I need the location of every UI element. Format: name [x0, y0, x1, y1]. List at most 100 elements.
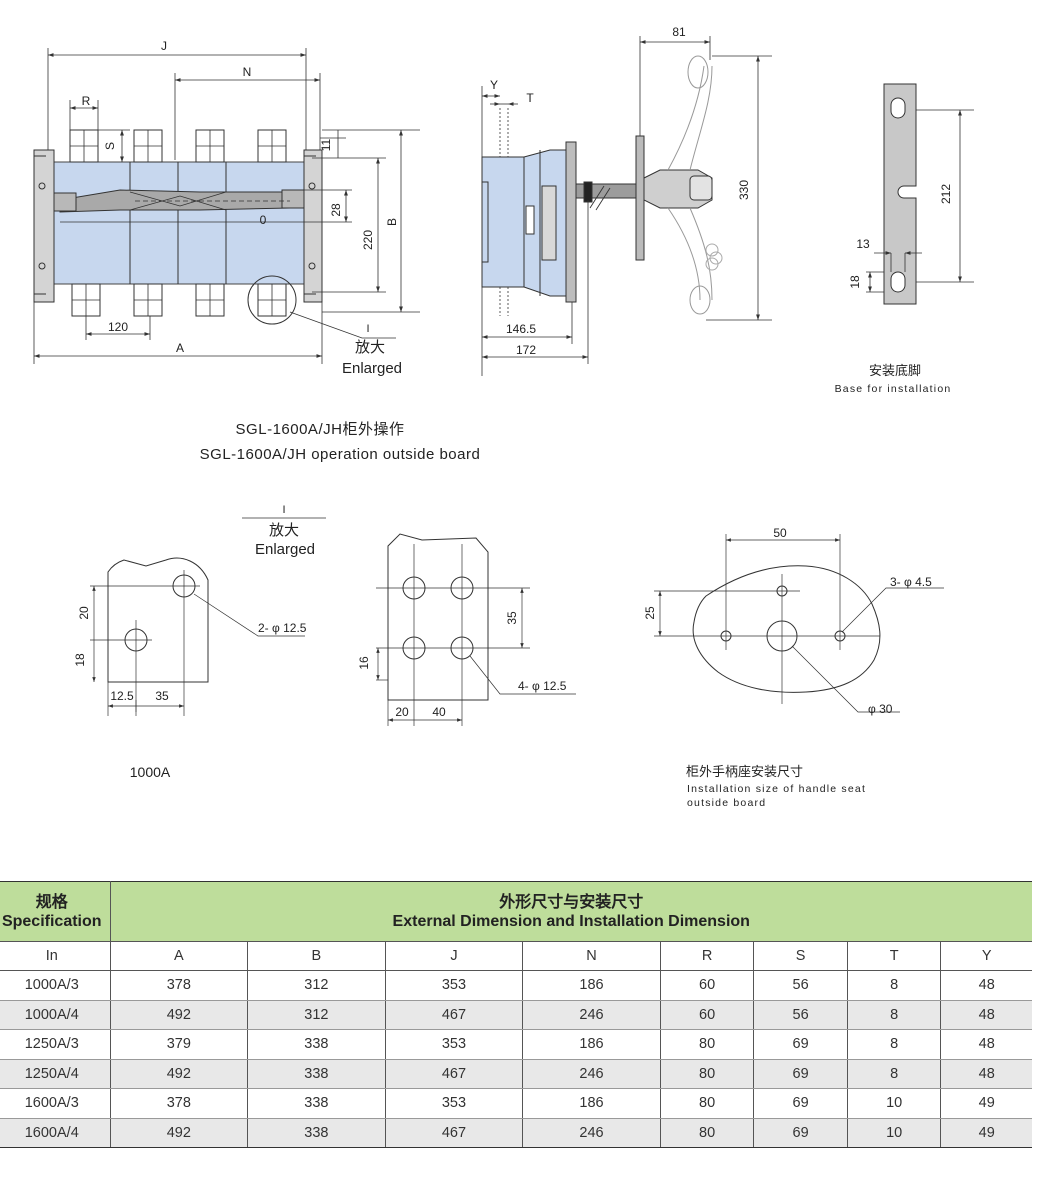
- table-cell: 467: [385, 1000, 524, 1030]
- detail-c-caption-en1: Installation size of handle seat: [687, 783, 867, 795]
- table-cell: 379: [110, 1029, 249, 1060]
- dim-11: 11: [319, 138, 333, 152]
- table-cell: 80: [660, 1118, 755, 1148]
- table-cell: 338: [247, 1029, 386, 1060]
- column-header: T: [847, 941, 942, 971]
- column-header: B: [247, 941, 386, 971]
- table-cell: 338: [247, 1059, 386, 1089]
- detail-b-hole-label: 4- φ 12.5: [518, 679, 567, 693]
- group-header-en: External Dimension and Installation Dime…: [392, 912, 750, 930]
- table-cell: 69: [753, 1029, 848, 1060]
- dim-120: 120: [107, 320, 129, 334]
- enlarge-marker: I: [366, 323, 370, 335]
- table-cell: 60: [660, 1000, 755, 1030]
- table-header: 规格 Specification 外形尺寸与安装尺寸 External Dime…: [0, 881, 1032, 942]
- enlarged-cn: 放大: [354, 339, 386, 356]
- front-view-drawing: [33, 48, 420, 364]
- dim-b: B: [385, 217, 399, 227]
- table-cell: 10: [847, 1088, 942, 1119]
- detail-c-center-label: φ 30: [868, 702, 893, 716]
- dimension-table: 规格 Specification 外形尺寸与安装尺寸 External Dime…: [0, 881, 1032, 1148]
- table-cell: 48: [940, 1000, 1032, 1030]
- dim-330: 330: [737, 179, 751, 201]
- table-cell: 312: [247, 970, 386, 1001]
- dim-j: J: [161, 39, 167, 53]
- table-cell: 69: [753, 1118, 848, 1148]
- detail-enlarged-cn: 放大: [268, 522, 300, 539]
- table-cell: 80: [660, 1029, 755, 1060]
- dim-18: 18: [848, 275, 862, 289]
- table-cell: 186: [522, 970, 661, 1001]
- table-cell: 378: [110, 1088, 249, 1119]
- dim-28: 28: [329, 203, 343, 217]
- table-cell: 69: [753, 1088, 848, 1119]
- dim-r: R: [81, 94, 91, 108]
- table-cell: 246: [522, 1059, 661, 1089]
- table-cell: 48: [940, 1029, 1032, 1060]
- detail-b-dim-35: 35: [505, 611, 519, 625]
- detail-b-dim-20: 20: [395, 705, 409, 719]
- column-header: In: [0, 941, 111, 971]
- enlarged-en: Enlarged: [341, 360, 403, 377]
- table-cell: 1600A/3: [0, 1088, 111, 1119]
- dim-220: 220: [361, 229, 375, 251]
- table-cell: 467: [385, 1059, 524, 1089]
- table-cell: 186: [522, 1029, 661, 1060]
- table-cell: 80: [660, 1088, 755, 1119]
- spec-header-en: Specification: [1, 912, 102, 930]
- detail-a-caption: 1000A: [129, 764, 171, 780]
- dim-a: A: [175, 341, 185, 355]
- table-cell: 338: [247, 1088, 386, 1119]
- table-cell: 8: [847, 970, 942, 1001]
- detail-a-dim-18: 18: [73, 653, 87, 667]
- detail-1000a-drawing: [90, 557, 305, 716]
- dim-212: 212: [939, 183, 953, 205]
- column-header: J: [385, 941, 524, 971]
- table-cell: 246: [522, 1118, 661, 1148]
- detail-marker: I: [282, 504, 286, 516]
- table-cell: 353: [385, 1029, 524, 1060]
- detail-a-hole-label: 2- φ 12.5: [258, 621, 307, 635]
- technical-drawing: [33, 36, 974, 726]
- dim-n: N: [242, 65, 252, 79]
- dim-81: 81: [672, 25, 686, 39]
- spec-header-cn: 规格: [35, 893, 68, 911]
- main-caption-en: SGL-1600A/JH operation outside board: [199, 446, 481, 463]
- dim-13: 13: [856, 237, 870, 251]
- column-header: S: [753, 941, 848, 971]
- table-cell: 60: [660, 970, 755, 1001]
- table-cell: 10: [847, 1118, 942, 1148]
- table-cell: 312: [247, 1000, 386, 1030]
- base-drawing: [866, 83, 974, 305]
- detail-c-dim-25: 25: [643, 606, 657, 620]
- dim-172: 172: [515, 343, 537, 357]
- detail-b-dim-40: 40: [432, 705, 446, 719]
- table-cell: 8: [847, 1000, 942, 1030]
- table-cell: 338: [247, 1118, 386, 1148]
- table-cell: 80: [660, 1059, 755, 1089]
- detail-a-dim-35: 35: [155, 689, 169, 703]
- table-cell: 492: [110, 1000, 249, 1030]
- table-cell: 8: [847, 1059, 942, 1089]
- detail-b-dim-16: 16: [357, 656, 371, 670]
- table-cell: 49: [940, 1088, 1032, 1119]
- detail-a-dim-20: 20: [77, 606, 91, 620]
- table-cell: 1000A/4: [0, 1000, 111, 1030]
- dim-zero: 0: [259, 213, 267, 227]
- base-caption-cn: 安装底脚: [868, 363, 922, 378]
- dim-t: T: [526, 91, 534, 105]
- detail-a-dim-12-5: 12.5: [110, 689, 134, 703]
- detail-4hole-drawing: [376, 533, 576, 726]
- table-cell: 353: [385, 970, 524, 1001]
- detail-c-dim-50: 50: [773, 526, 787, 540]
- table-cell: 378: [110, 970, 249, 1001]
- group-header: 外形尺寸与安装尺寸 External Dimension and Install…: [110, 881, 1032, 942]
- dim-y: Y: [489, 78, 499, 92]
- side-view-drawing: [481, 36, 772, 376]
